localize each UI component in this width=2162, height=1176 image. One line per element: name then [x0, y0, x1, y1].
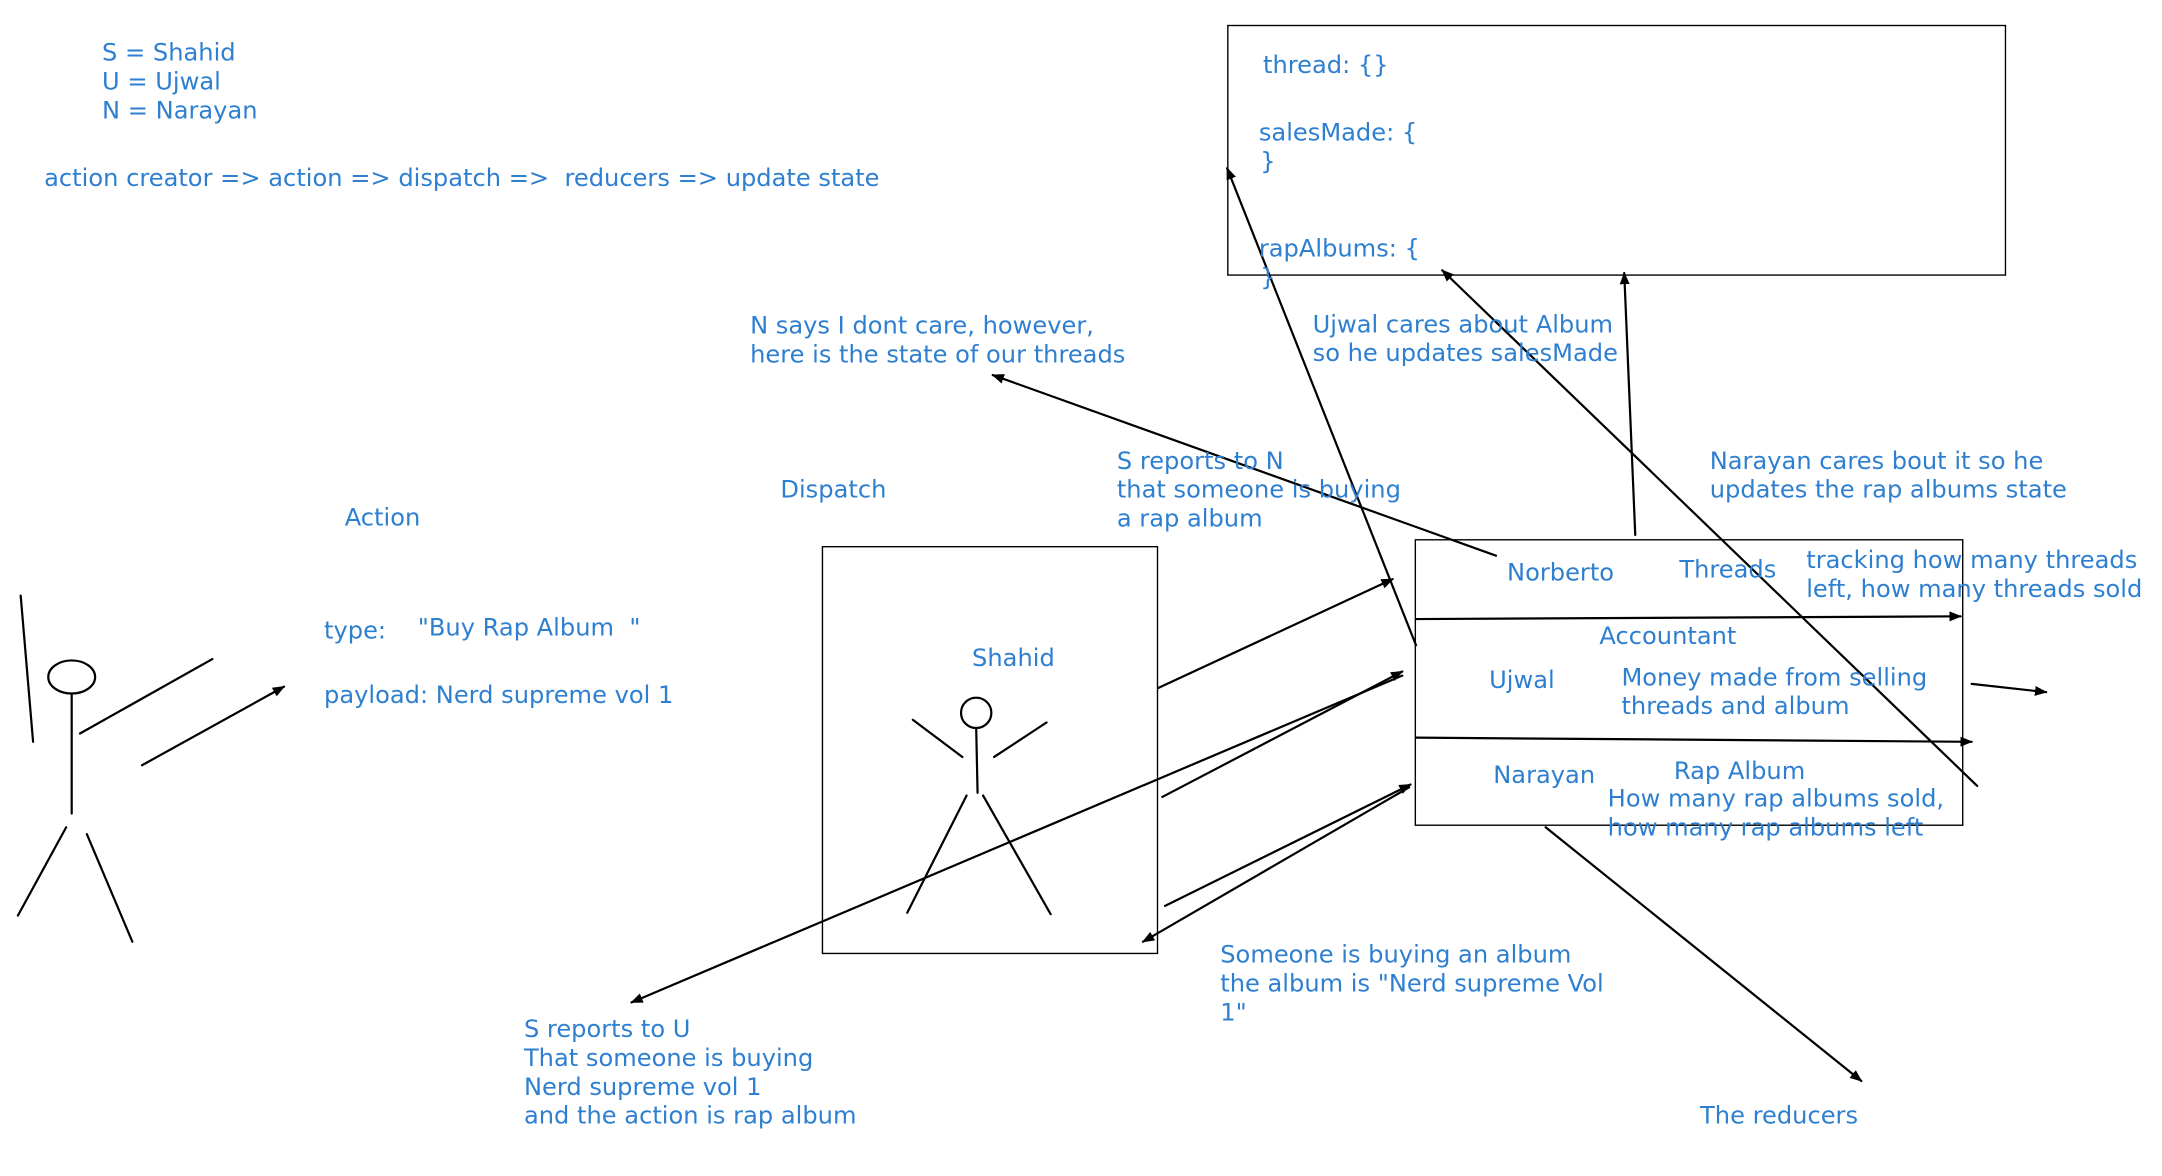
arrow-to-action — [140, 685, 286, 767]
reducers-box — [1414, 539, 1964, 826]
state-sales-made-open: salesMade: { — [1258, 119, 1418, 148]
note-s-reports-to-u: S reports to U That someone is buying Ne… — [523, 1016, 857, 1131]
reducer-ujwal-note: Money made from selling threads and albu… — [1621, 664, 1928, 722]
legend-shahid: S = Shahid — [102, 39, 236, 68]
arrow-to-rap-albums-state — [1619, 271, 1637, 537]
redux-flow-text: action creator => action => dispatch => … — [44, 165, 880, 194]
arrow-to-reducers-label — [1544, 826, 1863, 1083]
action-payload: payload: Nerd supreme vol 1 — [324, 682, 674, 711]
state-rap-albums-close: } — [1260, 264, 1276, 293]
shahid-right-arm — [993, 721, 1048, 759]
arrow-dispatch-to-narayan — [1163, 783, 1412, 907]
reducer-threads-label: Threads — [1679, 557, 1777, 585]
note-n-says: N says I dont care, however, here is the… — [750, 312, 1126, 370]
arrow-right-output — [1970, 682, 2048, 696]
note-ujwal-cares: Ujwal cares about Album so he updates sa… — [1312, 311, 1618, 369]
arrow-norberto-to-note — [991, 373, 1498, 557]
reducer-threads-note: tracking how many threads left, how many… — [1806, 547, 2143, 604]
reducer-rap-album-note: How many rap albums sold, how many rap a… — [1607, 785, 1945, 843]
state-sales-made-close: } — [1260, 148, 1276, 177]
arrow-to-sales-made-state — [1441, 269, 1979, 788]
legend-ujwal: U = Ujwal — [102, 68, 221, 97]
action-type-key: type: — [324, 617, 387, 646]
reducer-row-separator-1 — [1414, 611, 1962, 622]
note-someone-buying: Someone is buying an album the album is … — [1220, 941, 1604, 1028]
action-creator-arm — [78, 657, 214, 735]
arrow-ujwal-report — [630, 674, 1404, 1004]
store-state-box — [1227, 24, 2007, 276]
arrow-narayan-back-to-dispatch — [1141, 786, 1411, 943]
arrow-to-thread-state — [1226, 167, 1418, 647]
shahid-right-leg — [981, 794, 1052, 916]
reducer-accountant-label: Accountant — [1599, 623, 1737, 651]
shahid-left-arm — [911, 718, 964, 759]
legend-narayan: N = Narayan — [102, 97, 258, 126]
reducer-rap-album-label: Rap Album — [1673, 758, 1806, 786]
reducer-norberto: Norberto — [1507, 559, 1615, 588]
action-type-value: "Buy Rap Album " — [417, 614, 641, 643]
state-rap-albums-open: rapAlbums: { — [1258, 235, 1420, 264]
action-creator-head — [47, 659, 97, 695]
shahid-body — [975, 726, 979, 794]
reducer-row-separator-2 — [1414, 736, 1973, 747]
action-title: Action — [344, 504, 421, 533]
reducer-narayan: Narayan — [1493, 762, 1596, 791]
action-creator-left-leg — [16, 826, 68, 917]
note-s-reports-to-n: S reports to N that someone is buying a … — [1116, 448, 1401, 534]
dispatch-title: Dispatch — [780, 477, 887, 505]
dispatch-person-name: Shahid — [972, 645, 1055, 673]
reducer-ujwal: Ujwal — [1489, 667, 1555, 695]
state-thread: thread: {} — [1262, 52, 1389, 80]
figure-left-mark — [19, 594, 35, 743]
action-creator-right-leg — [85, 833, 134, 943]
note-narayan-cares: Narayan cares bout it so he updates the … — [1709, 448, 2067, 505]
reducers-label: The reducers — [1700, 1103, 1859, 1131]
dispatch-box — [821, 546, 1159, 955]
arrow-dispatch-to-norberto — [1157, 577, 1394, 690]
shahid-left-leg — [906, 794, 968, 914]
